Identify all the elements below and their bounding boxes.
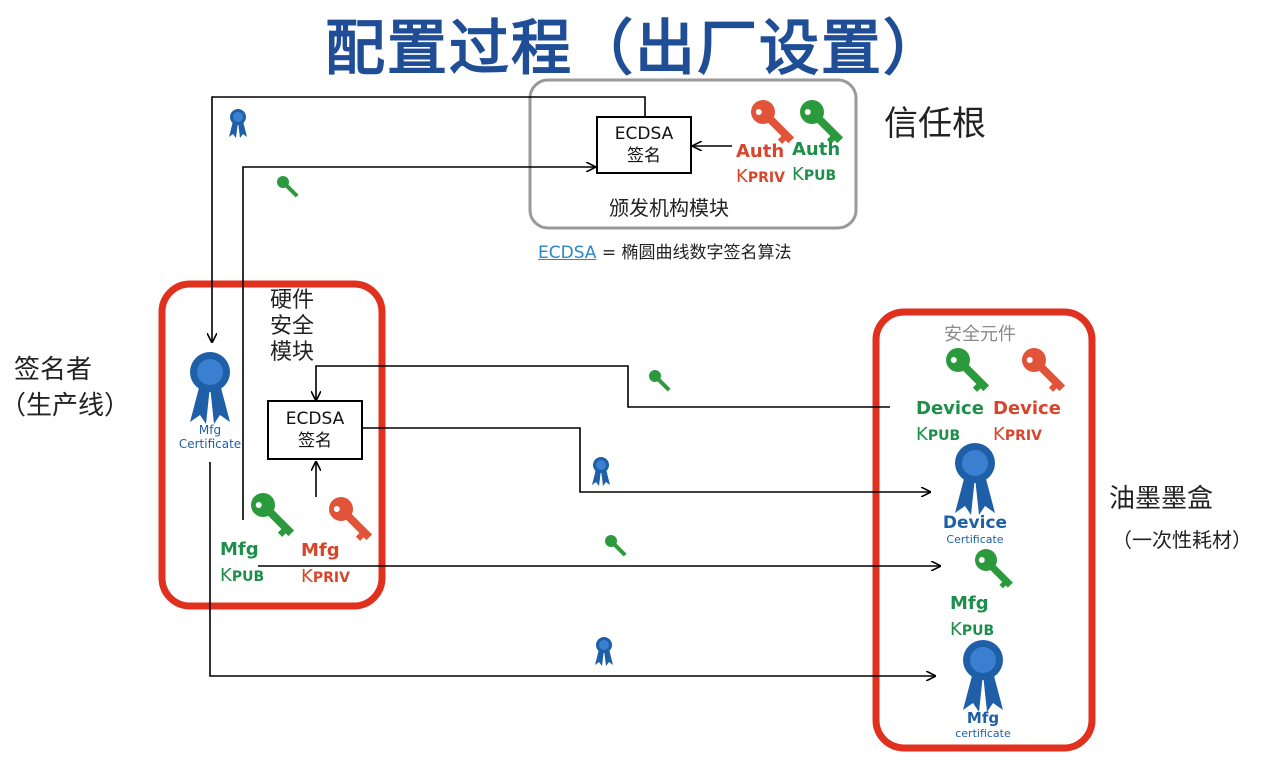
device-certificate-ribbon-icon <box>955 443 995 515</box>
auth-pub-k-label: KPUB <box>792 164 837 185</box>
signer-label: 签名者 <box>14 355 93 385</box>
device-pub-key-icon <box>946 348 990 392</box>
auth-priv-k-label: KPRIV <box>736 166 785 187</box>
device-priv-key-icon <box>1022 348 1066 392</box>
mfg-certificate-ribbon-icon <box>190 352 230 424</box>
signer-cert-label: Mfg Certificate <box>178 423 242 451</box>
auth-priv-label: Auth <box>736 141 785 162</box>
cartridge-mfg-cert-label: Mfg certificate <box>955 709 1011 740</box>
sign-label: 签名 <box>298 431 332 451</box>
ribbon-icon <box>592 457 610 486</box>
arrow-mfgcert-to-cartridge <box>209 462 935 676</box>
cartridge-mfg-pub-k-label: KPUB <box>950 619 995 640</box>
device-pub-k-label: KPUB <box>916 424 961 445</box>
cartridge-mfg-certificate-ribbon-icon <box>963 640 1003 712</box>
device-priv-k-label: KPRIV <box>993 424 1042 445</box>
ecdsa-legend-definition: = 椭圆曲线数字签名算法 <box>596 243 792 263</box>
ecdsa-legend: ECDSA = 椭圆曲线数字签名算法 <box>538 238 792 263</box>
secure-element-label: 安全元件 <box>944 324 1016 345</box>
mfg-pub-key-icon <box>251 493 295 537</box>
sign-label: 签名 <box>627 146 661 166</box>
cartridge-sublabel: （一次性耗材） <box>1112 528 1252 552</box>
arrow-mfgpub-to-root-ecdsa <box>242 167 595 520</box>
auth-pub-label: Auth <box>792 139 841 160</box>
ribbon-icon <box>229 109 247 138</box>
hsm-ecdsa-sign-box: ECDSA 签名 <box>267 400 363 460</box>
red-key-icon <box>751 100 795 144</box>
device-cert-label: Device Certificate <box>942 513 1008 546</box>
signer-mfg-pub-label: Mfg <box>220 539 259 560</box>
device-pub-label: Device <box>916 398 984 419</box>
cartridge-mfg-pub-label: Mfg <box>950 593 989 614</box>
root-of-trust-label: 信任根 <box>884 104 986 144</box>
mfg-priv-key-icon <box>329 497 373 541</box>
arrow-hsm-to-device-cert <box>362 427 930 492</box>
root-ecdsa-sign-box: ECDSA 签名 <box>596 116 692 174</box>
ecdsa-legend-term[interactable]: ECDSA <box>538 243 597 263</box>
signer-mfg-priv-label: Mfg <box>301 540 340 561</box>
signer-sublabel: （生产线） <box>0 391 131 421</box>
cartridge-label: 油墨墨盒 <box>1109 484 1214 514</box>
page-title: 配置过程（出厂设置） <box>325 14 945 84</box>
small-green-key-icon <box>605 535 627 557</box>
green-key-icon <box>800 100 844 144</box>
cartridge-frame <box>872 308 1096 752</box>
arrow-devicepub-to-hsm-ecdsa <box>316 365 890 408</box>
arrow-root-to-signer-cert <box>212 96 646 342</box>
signer-mfg-pub-k-label: KPUB <box>220 565 265 586</box>
issuing-module-label: 颁发机构模块 <box>609 196 729 220</box>
root-of-trust-frame <box>528 78 858 230</box>
device-priv-label: Device <box>993 398 1061 419</box>
hsm-label: 硬件 安全 模块 <box>270 288 315 365</box>
small-green-key-icon <box>649 370 671 392</box>
ecdsa-label: ECDSA <box>285 409 345 429</box>
small-green-key-icon <box>277 176 299 198</box>
ecdsa-label: ECDSA <box>614 124 674 144</box>
signer-frame <box>158 280 386 610</box>
signer-mfg-priv-k-label: KPRIV <box>301 566 350 587</box>
cartridge-mfg-pub-key-icon <box>975 549 1013 589</box>
ribbon-icon <box>595 637 613 666</box>
